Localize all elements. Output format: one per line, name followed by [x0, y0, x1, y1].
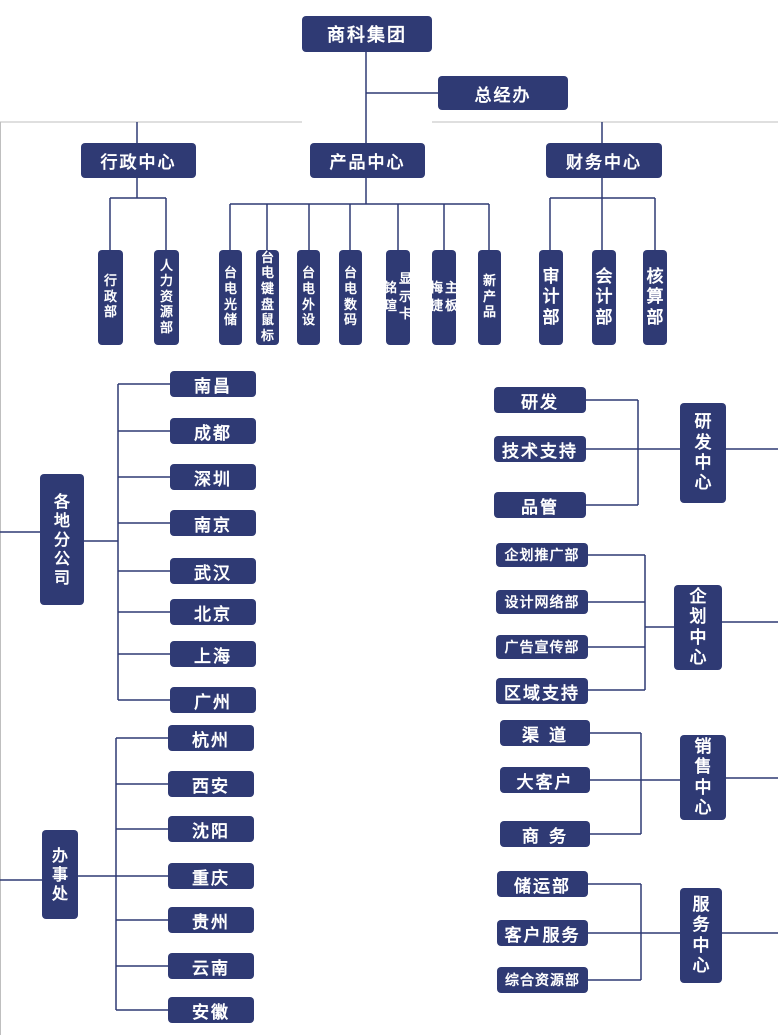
finance-center-node: 财务中心 — [546, 143, 662, 178]
dept-teclast-digital: 台电数码 — [339, 250, 362, 345]
dept-colorful-mainboard: 梅捷主板 — [430, 250, 458, 345]
planning-regional-support: 区域支持 — [496, 678, 588, 704]
service-center-node: 服务中心 — [680, 888, 722, 983]
service-customer-service: 客户服务 — [497, 920, 588, 946]
dept-accounting: 会计部 — [592, 250, 616, 345]
admin-center-node: 行政中心 — [81, 143, 196, 178]
office-chongqing: 重庆 — [168, 863, 254, 889]
dept-admin: 行政部 — [98, 250, 123, 345]
branch-chengdu: 成都 — [170, 418, 256, 444]
service-integrated-resources: 综合资源部 — [497, 967, 588, 993]
planning-promotion: 企划推广部 — [496, 543, 588, 567]
dept-cost-accounting: 核算部 — [643, 250, 667, 345]
planning-advertising: 广告宣传部 — [496, 635, 588, 659]
office-yunnan: 云南 — [168, 953, 254, 979]
offices-node: 办事处 — [42, 830, 78, 919]
office-xian: 西安 — [168, 771, 254, 797]
rd-quality: 品管 — [494, 492, 586, 518]
branches-node: 各地分公司 — [40, 474, 84, 605]
sales-business: 商 务 — [500, 821, 590, 847]
rd-research: 研发 — [494, 387, 586, 413]
office-shenyang: 沈阳 — [168, 816, 254, 842]
sales-center-node: 销售中心 — [680, 735, 726, 820]
sales-key-accounts: 大客户 — [500, 767, 590, 793]
branch-beijing: 北京 — [170, 599, 256, 625]
rd-center-node: 研发中心 — [680, 403, 726, 503]
dept-teclast-keyboard-mouse: 台电键盘鼠标 — [256, 250, 279, 345]
root-node: 商科集团 — [302, 16, 432, 52]
rd-tech-support: 技术支持 — [494, 436, 586, 462]
office-anhui: 安徽 — [168, 997, 254, 1023]
service-logistics: 储运部 — [497, 871, 588, 897]
dept-hr: 人力资源部 — [154, 250, 179, 345]
dept-teclast-peripherals: 台电外设 — [297, 250, 320, 345]
office-hangzhou: 杭州 — [168, 725, 254, 751]
product-center-node: 产品中心 — [310, 143, 425, 178]
dept-teclast-storage: 台电光储 — [219, 250, 242, 345]
dept-audit: 审计部 — [539, 250, 563, 345]
office-guizhou: 贵州 — [168, 907, 254, 933]
general-office-node: 总经办 — [438, 76, 568, 110]
branch-shanghai: 上海 — [170, 641, 256, 667]
dept-new-products: 新产品 — [478, 250, 501, 345]
branch-nanjing: 南京 — [170, 510, 256, 536]
branch-guangzhou: 广州 — [170, 687, 256, 713]
planning-center-node: 企划中心 — [674, 585, 722, 670]
sales-channel: 渠 道 — [500, 720, 590, 746]
branch-wuhan: 武汉 — [170, 558, 256, 584]
dept-maxsun-graphics: 铭瑄显示卡 — [384, 250, 412, 345]
branch-nanchang: 南昌 — [170, 371, 256, 397]
branch-shenzhen: 深圳 — [170, 464, 256, 490]
planning-design-network: 设计网络部 — [496, 590, 588, 614]
